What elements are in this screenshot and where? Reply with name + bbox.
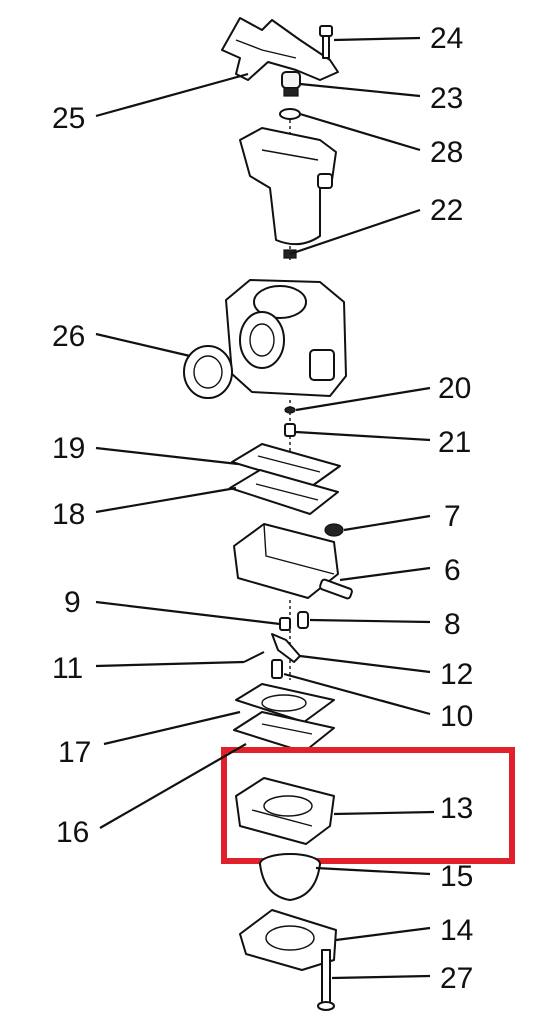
label-19: 19: [52, 432, 85, 465]
leader-13: [333, 810, 435, 816]
part-15-cup: [259, 853, 321, 901]
leader-24: [333, 36, 421, 42]
part-6-pump-block: [233, 523, 353, 600]
part-main-body: [225, 279, 347, 397]
part-28-washer: [279, 108, 301, 120]
label-7: 7: [444, 500, 461, 533]
leader-17: [103, 710, 241, 746]
label-22: 22: [430, 194, 463, 227]
part-8-screw: [297, 611, 309, 629]
label-23: 23: [430, 82, 463, 115]
leader-7: [343, 514, 431, 532]
part-20-ball: [284, 406, 296, 414]
part-25-bracket: [221, 17, 339, 81]
leader-21: [295, 430, 431, 442]
leader-10: [283, 672, 431, 716]
part-14-cover: [239, 909, 337, 971]
part-17-gasket: [235, 683, 335, 723]
leader-9: [95, 600, 281, 626]
part-12-lever: [271, 633, 301, 663]
label-8: 8: [444, 608, 461, 641]
part-21-plug: [284, 423, 296, 437]
leader-11: [95, 660, 245, 668]
leader-20: [295, 386, 431, 412]
part-11-pin: [243, 651, 265, 663]
part-26-gasket: [183, 345, 233, 399]
part-24-screw: [319, 25, 333, 59]
leader-26: [95, 332, 191, 358]
part-13-cover: [235, 777, 335, 845]
leader-6: [339, 566, 431, 582]
label-12: 12: [440, 658, 473, 691]
leader-27: [331, 974, 431, 980]
label-13: 13: [440, 792, 473, 825]
leader-8: [309, 618, 431, 624]
label-14: 14: [440, 914, 473, 947]
leader-25: [95, 72, 249, 118]
part-16-diaphragm: [233, 711, 335, 753]
leader-23: [299, 82, 421, 98]
label-16: 16: [56, 816, 89, 849]
leader-22: [289, 208, 421, 256]
part-18-plate: [229, 469, 339, 515]
leader-14: [335, 926, 431, 942]
label-17: 17: [58, 736, 91, 769]
label-18: 18: [52, 498, 85, 531]
leader-28: [299, 112, 421, 152]
label-28: 28: [430, 136, 463, 169]
label-15: 15: [440, 860, 473, 893]
leader-15: [315, 866, 431, 876]
part-labels: 24 25 23 28 22 26 20 21 19 18 7 6 9 8 11…: [52, 22, 473, 995]
part-23-cap: [281, 71, 301, 97]
label-6: 6: [444, 554, 461, 587]
label-27: 27: [440, 962, 473, 995]
part-27-screw: [317, 949, 335, 1011]
label-26: 26: [52, 320, 85, 353]
leader-18: [95, 486, 237, 514]
leader-12: [299, 654, 431, 674]
leader-lines: [95, 36, 435, 980]
label-9: 9: [64, 586, 81, 619]
label-24: 24: [430, 22, 463, 55]
label-10: 10: [440, 700, 473, 733]
leader-19: [95, 446, 239, 466]
highlight-box-part-13: [221, 747, 515, 864]
leader-16: [99, 743, 247, 829]
part-9-needle: [279, 617, 291, 631]
label-20: 20: [438, 372, 471, 405]
part-7-seal: [324, 523, 344, 537]
label-11: 11: [52, 652, 83, 685]
part-10-screw: [271, 659, 283, 679]
label-25: 25: [52, 102, 85, 135]
label-21: 21: [438, 426, 471, 459]
part-22-pump-body: [239, 127, 337, 259]
